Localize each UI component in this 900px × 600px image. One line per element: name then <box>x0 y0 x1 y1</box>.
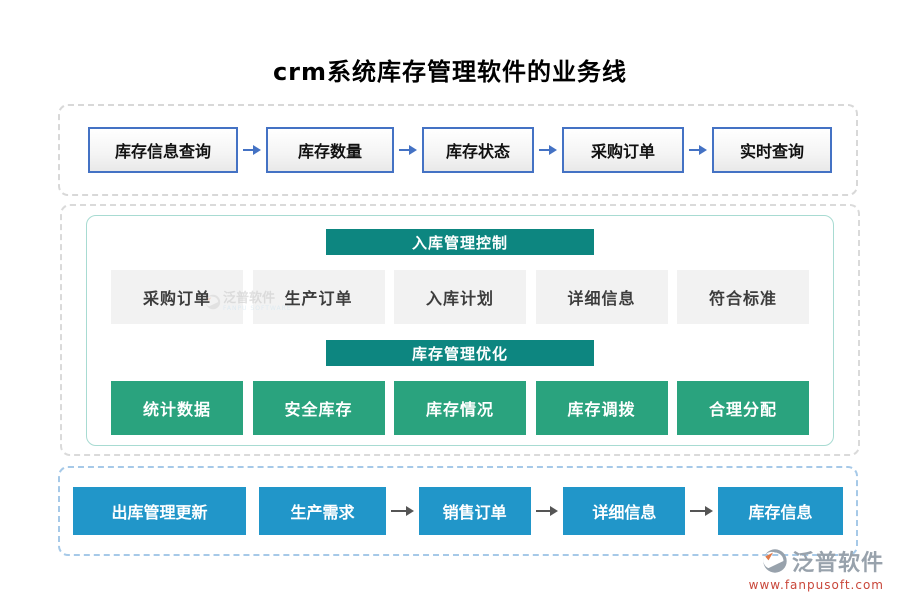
flow-node-outbound-update: 出库管理更新 <box>73 487 246 535</box>
flow-node-inventory-info: 库存信息 <box>718 487 844 535</box>
flow-node-inventory-status: 库存状态 <box>422 127 534 173</box>
node-meets-standard: 符合标准 <box>677 270 809 324</box>
inventory-optimization-header: 库存管理优化 <box>326 340 594 366</box>
fanpu-logo-icon <box>763 549 787 573</box>
warehouse-management-panel: 入库管理控制 采购订单 生产订单 入库计划 详细信息 符合标准 库存管理优化 统… <box>86 215 834 446</box>
flow-node-sales-order: 销售订单 <box>418 487 531 535</box>
inbound-control-header: 入库管理控制 <box>326 229 594 255</box>
node-detail-info: 详细信息 <box>535 270 668 324</box>
outbound-flow: 出库管理更新 生产需求 销售订单 详细信息 库存信息 <box>58 466 858 556</box>
arrow-right-icon <box>689 145 707 155</box>
flow-node-purchase-order: 采购订单 <box>562 127 684 173</box>
arrow-right-icon <box>391 506 414 516</box>
brand-url: www.fanpusoft.com <box>748 578 884 592</box>
flow-node-inventory-quantity: 库存数量 <box>266 127 394 173</box>
node-inventory-condition: 库存情况 <box>394 381 526 435</box>
arrow-right-icon <box>535 506 559 516</box>
node-statistics-data: 统计数据 <box>111 381 243 435</box>
arrow-right-icon <box>539 145 557 155</box>
node-purchase-order: 采购订单 <box>111 270 243 324</box>
page-title: crm系统库存管理软件的业务线 <box>272 58 628 86</box>
inventory-query-flow: 库存信息查询 库存数量 库存状态 采购订单 实时查询 <box>58 104 858 196</box>
brand-name: 泛普软件 <box>791 551 884 576</box>
arrow-right-icon <box>243 145 261 155</box>
flow-node-realtime-query: 实时查询 <box>712 127 832 173</box>
node-reasonable-allocation: 合理分配 <box>677 381 809 435</box>
flow-node-detail-info: 详细信息 <box>563 487 686 535</box>
arrow-right-icon <box>399 145 417 155</box>
node-safety-stock: 安全库存 <box>252 381 385 435</box>
brand-logo: 泛普软件 www.fanpusoft.com <box>724 545 884 592</box>
arrow-right-icon <box>690 506 714 516</box>
flow-node-inventory-info-query: 库存信息查询 <box>88 127 238 173</box>
node-production-order: 生产订单 <box>252 270 385 324</box>
node-inbound-plan: 入库计划 <box>394 270 526 324</box>
inbound-control-row: 采购订单 生产订单 入库计划 详细信息 符合标准 <box>111 270 809 324</box>
warehouse-management-section: 入库管理控制 采购订单 生产订单 入库计划 详细信息 符合标准 库存管理优化 统… <box>60 204 860 456</box>
node-inventory-transfer: 库存调拨 <box>535 381 668 435</box>
inventory-optimization-row: 统计数据 安全库存 库存情况 库存调拨 合理分配 <box>111 381 809 435</box>
flow-node-production-demand: 生产需求 <box>259 487 386 535</box>
